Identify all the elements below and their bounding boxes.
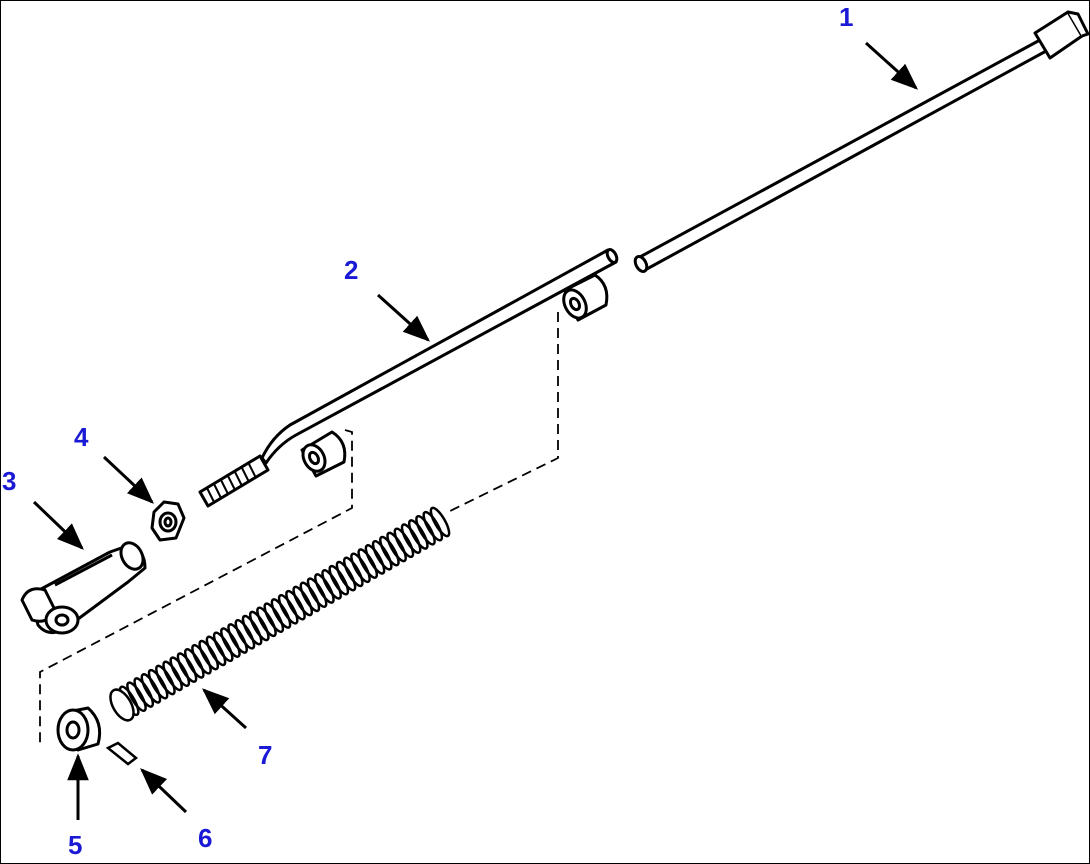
spring-coil	[191, 643, 212, 675]
spring-coil	[328, 564, 350, 596]
leader-3	[32, 500, 84, 550]
spring-coil	[400, 523, 422, 554]
callout-2: 2	[344, 255, 358, 285]
spring-coil	[357, 548, 379, 579]
spring-coil	[140, 673, 162, 704]
part-5-collar	[56, 706, 102, 752]
spring-coil	[126, 681, 147, 713]
callout-labels: 1 2 3 4 5 6 7	[2, 2, 853, 860]
spring-coil	[248, 610, 270, 642]
part-2-arm	[198, 248, 619, 508]
spring-coil	[162, 660, 183, 692]
callout-4: 4	[74, 422, 89, 452]
callout-7: 7	[258, 740, 272, 770]
spring-coil	[256, 606, 277, 638]
spring-coil	[371, 539, 393, 571]
spring-coil	[321, 569, 342, 600]
leader-7	[201, 688, 248, 730]
spring-coil	[379, 535, 400, 567]
spring-coil	[335, 560, 357, 592]
spring-coil	[314, 573, 335, 604]
callout-5: 5	[68, 830, 82, 860]
part-4-nut	[150, 500, 186, 542]
assembly-dashed-lines	[39, 312, 559, 748]
spring-coil	[147, 668, 169, 700]
spring-coil	[198, 639, 220, 671]
spring-coil	[176, 652, 198, 683]
leader-2	[376, 293, 431, 342]
spring-coil	[263, 602, 285, 634]
callout-1: 1	[839, 2, 853, 32]
spring-coil	[292, 585, 314, 617]
spring-coil	[342, 556, 364, 588]
spring-coil	[234, 618, 256, 650]
callout-3: 3	[2, 466, 16, 496]
spring-coil	[285, 589, 306, 621]
callout-6: 6	[198, 823, 212, 853]
spring-coil	[212, 631, 234, 663]
part-6-setscrew	[105, 741, 139, 766]
spring-coil	[364, 544, 386, 575]
spring-coil	[306, 577, 328, 609]
spring-coil	[169, 656, 191, 688]
leader-4	[102, 455, 154, 504]
spring-coil	[422, 510, 444, 542]
spring-coil	[415, 514, 436, 546]
spring-coil	[429, 506, 451, 538]
part-1-rod	[633, 10, 1090, 273]
part-7-spring	[109, 506, 451, 722]
spring-coil	[299, 581, 321, 613]
spring-coil	[183, 648, 205, 679]
leader-arrows	[32, 41, 919, 820]
spring-coil	[133, 677, 155, 708]
spring-coil	[205, 635, 227, 667]
spring-end	[109, 688, 135, 722]
spring-coil	[386, 531, 407, 563]
spring-coil	[277, 593, 299, 625]
spring-coil	[270, 598, 292, 629]
spring-coil	[220, 627, 241, 658]
spring-coil	[393, 527, 415, 559]
leader-6	[140, 768, 188, 814]
spring-coil	[407, 519, 429, 550]
spring-coil	[241, 614, 263, 646]
spring-coil	[227, 623, 248, 654]
part-3-clevis	[20, 541, 147, 635]
leader-1	[864, 41, 919, 90]
spring-coil	[350, 552, 371, 584]
spring-coil	[155, 664, 176, 696]
